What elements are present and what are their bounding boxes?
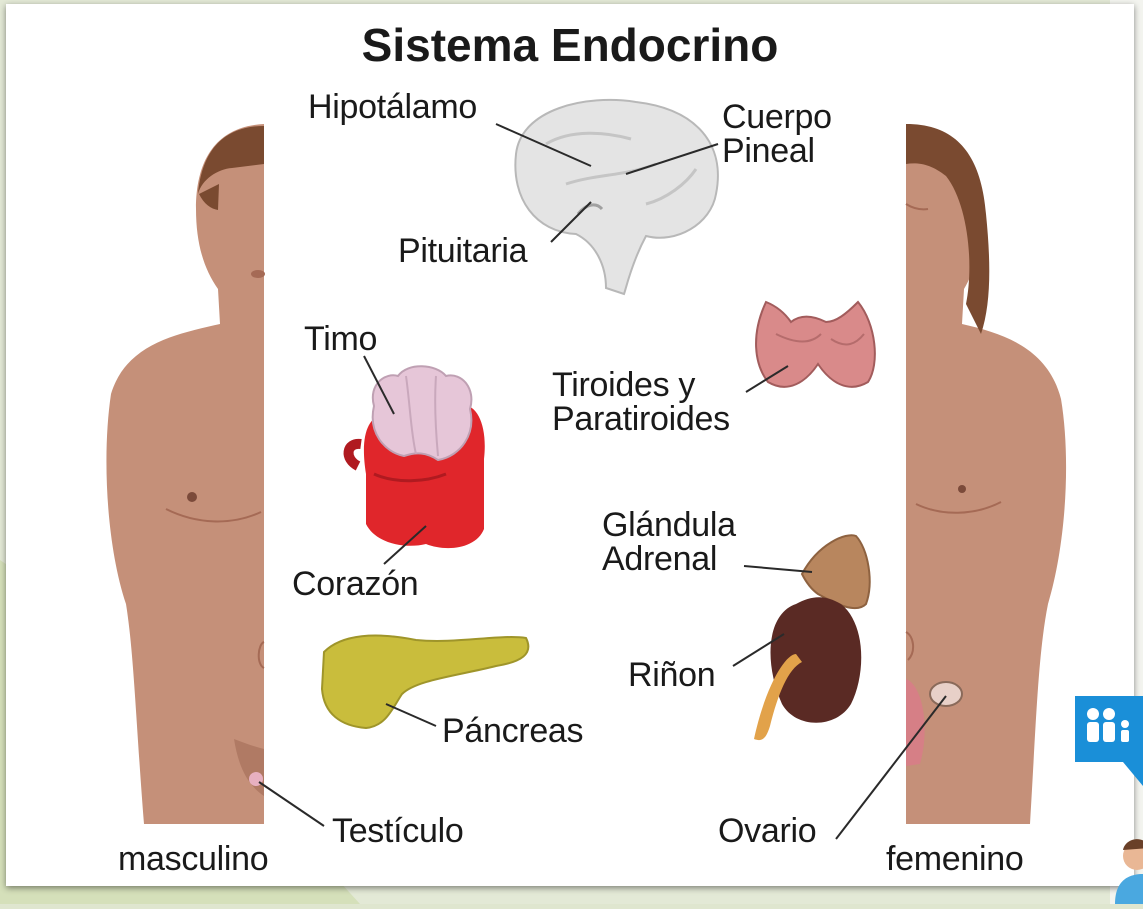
label-corazon: Corazón — [292, 567, 418, 601]
family-icon[interactable] — [1075, 696, 1143, 786]
label-pineal: Pineal — [722, 134, 815, 168]
label-hipotalamo: Hipotálamo — [308, 90, 477, 124]
label-timo: Timo — [304, 322, 377, 356]
diagram-card: Sistema Endocrino Hipotálamo Cuerpo Pine… — [6, 4, 1134, 886]
male-body — [106, 124, 265, 824]
brain-illustration — [515, 100, 718, 294]
label-adrenal: Adrenal — [602, 542, 717, 576]
label-rinon: Riñon — [628, 658, 715, 692]
endocrine-illustration — [6, 4, 1134, 886]
label-paratiroides: Paratiroides — [552, 402, 730, 436]
label-cuerpo: Cuerpo — [722, 100, 832, 134]
kidney-illustration — [754, 597, 861, 740]
adrenal-illustration — [802, 535, 870, 608]
thymus-illustration — [373, 366, 472, 460]
female-body — [906, 124, 1066, 824]
label-ovario: Ovario — [718, 814, 816, 848]
label-pancreas: Páncreas — [442, 714, 583, 748]
label-masculino: masculino — [118, 842, 268, 876]
label-pituitaria: Pituitaria — [398, 234, 527, 268]
diagram-title: Sistema Endocrino — [6, 18, 1134, 72]
label-glandula: Glándula — [602, 508, 736, 542]
assistant-avatar[interactable] — [1115, 839, 1143, 904]
side-widget[interactable] — [1063, 696, 1143, 904]
label-femenino: femenino — [886, 842, 1023, 876]
label-tiroides: Tiroides y — [552, 368, 695, 402]
label-testiculo: Testículo — [332, 814, 463, 848]
